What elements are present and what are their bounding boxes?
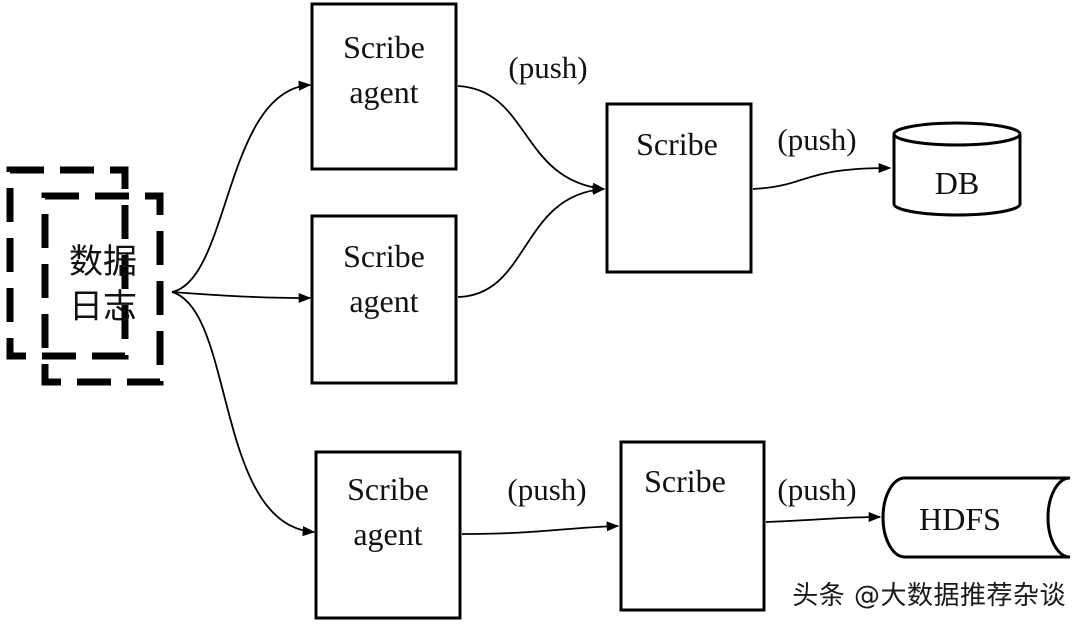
hdfs-cylinder-end	[1046, 476, 1071, 559]
server-2-label: Scribe	[644, 463, 726, 499]
push-label-agent-3: (push)	[507, 472, 586, 507]
agent-3-label-line1: Scribe	[347, 471, 429, 507]
source-front-frame	[41, 192, 164, 386]
edge-agent-2-to-server-1	[457, 184, 606, 298]
agent-1-label-line1: Scribe	[343, 29, 425, 65]
edge-agent-3-to-server-2	[461, 521, 620, 535]
db-store: DB	[892, 121, 1022, 217]
watermark: 头条 @大数据推荐杂谈	[792, 581, 1066, 611]
hdfs-cylinder-body	[881, 476, 1070, 559]
scribe-agent-1: Scribe agent	[310, 2, 458, 171]
agent-2-label-line1: Scribe	[343, 238, 425, 274]
db-cylinder-top	[892, 121, 1022, 147]
edge-agent-1-to-server-1	[457, 85, 606, 193]
agent-2-label-line2: agent	[349, 283, 418, 319]
data-log-source: 数据 日志	[6, 166, 164, 386]
scribe-agent-2: Scribe agent	[310, 214, 458, 385]
source-label-line1: 数据	[69, 243, 137, 281]
scribe-server-1: Scribe	[605, 102, 753, 274]
hdfs-store: HDFS	[881, 476, 1071, 559]
push-label-agent-1: (push)	[508, 50, 587, 85]
push-label-server-1: (push)	[777, 122, 856, 157]
server-2-box	[619, 440, 766, 612]
scribe-agent-3: Scribe agent	[314, 450, 462, 620]
edge-source-to-agent-1	[171, 80, 312, 293]
source-label-line2: 日志	[69, 288, 137, 326]
db-cylinder-body	[892, 134, 1022, 217]
edge-source-to-agent-3	[171, 291, 316, 537]
source-back-frame	[6, 166, 129, 360]
server-1-label: Scribe	[636, 126, 718, 162]
agent-1-box	[310, 2, 458, 171]
edge-server-2-to-hdfs	[765, 511, 882, 523]
agent-2-box	[310, 214, 458, 385]
hdfs-label: HDFS	[919, 501, 1001, 537]
edge-server-1-to-db	[752, 162, 892, 190]
server-1-box	[605, 102, 753, 274]
push-label-server-2: (push)	[777, 472, 856, 507]
edge-source-to-agent-2	[171, 291, 312, 304]
agent-1-label-line2: agent	[349, 74, 418, 110]
scribe-server-2: Scribe	[619, 440, 766, 612]
agent-3-box	[314, 450, 462, 620]
agent-3-label-line2: agent	[353, 516, 422, 552]
db-label: DB	[935, 165, 979, 201]
